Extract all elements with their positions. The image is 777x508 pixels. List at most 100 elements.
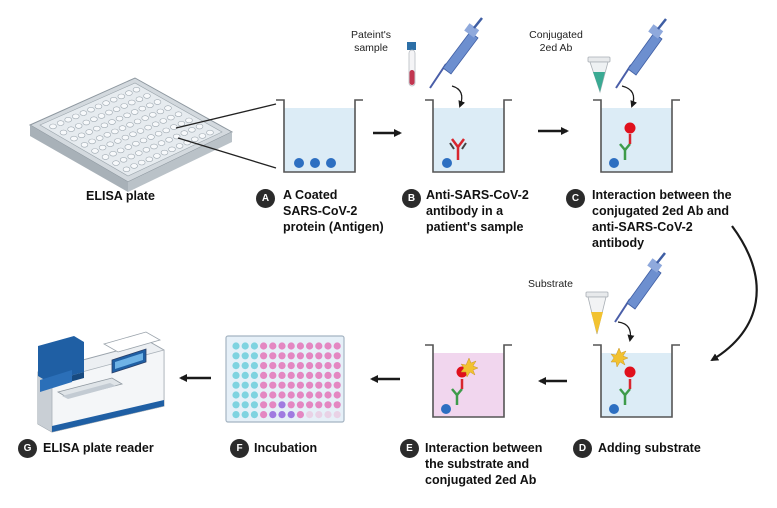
incubation-well (333, 411, 341, 419)
incubation-well (324, 391, 332, 399)
plate-well (49, 123, 57, 130)
incubation-well (296, 352, 304, 360)
plate-well (150, 143, 158, 150)
plate-well (136, 128, 145, 134)
incubation-well (324, 342, 332, 350)
incubation-well (278, 411, 286, 419)
incubation-well (333, 381, 341, 389)
incubation-well (333, 371, 341, 379)
incubation-well (241, 371, 249, 379)
pipette-arrow-c (621, 85, 638, 108)
incubation-well (278, 371, 286, 379)
plate-well (101, 154, 110, 160)
step-g-line-1: ELISA plate reader (43, 441, 154, 455)
plate-well (112, 106, 121, 112)
step-b-description: Anti-SARS-CoV-2 antibody in a patient's … (426, 187, 529, 235)
well-c (593, 99, 680, 173)
plate-well (109, 96, 118, 103)
plate-well (77, 132, 86, 139)
plate-well (116, 147, 125, 154)
step-e-description: Interaction between the substrate and co… (425, 440, 542, 488)
step-e-line-2: the substrate and (425, 457, 530, 471)
incubation-well (278, 342, 286, 350)
incubation-well (278, 362, 286, 370)
plate-well (72, 113, 80, 120)
step-a-description: A Coated SARS-CoV-2 protein (Antigen) (283, 187, 384, 235)
incubation-well (241, 352, 249, 360)
incubation-well (287, 342, 295, 350)
plate-well (112, 160, 120, 166)
incubation-well (241, 342, 249, 350)
incubation-well (241, 381, 249, 389)
plate-well (138, 105, 147, 112)
incubation-well (260, 352, 268, 360)
incubation-well (250, 401, 258, 409)
pipette-icon (429, 17, 483, 89)
plate-well (56, 120, 65, 126)
incubation-well (232, 381, 240, 389)
step-e-line-3: conjugated 2ed Ab (425, 473, 537, 487)
conjugated-ab-label: Conjugated 2ed Ab (524, 29, 588, 55)
plate-well (103, 132, 112, 138)
incubation-well (306, 371, 314, 379)
plate-well (175, 143, 184, 149)
incubation-well (287, 411, 295, 419)
incubation-well (324, 401, 332, 409)
incubation-well (250, 391, 258, 399)
incubation-well (287, 352, 295, 360)
incubation-well (306, 411, 314, 419)
incubation-well (269, 381, 277, 389)
plate-well (152, 121, 160, 127)
substrate-star-icon (460, 357, 479, 378)
conjugated-line-2: 2ed Ab (539, 42, 573, 54)
incubation-well (250, 362, 258, 370)
plate-well (74, 123, 83, 129)
step-b-line-2: antibody in a (426, 204, 504, 218)
plate-well (165, 137, 173, 143)
incubation-well (250, 411, 258, 419)
plate-well (191, 136, 199, 143)
plate-well (167, 114, 175, 121)
plate-reader-icon (37, 331, 165, 433)
patient-sample-label: Pateint's sample (345, 29, 397, 55)
elisa-plate-label: ELISA plate (86, 189, 155, 203)
step-badge-b: B (402, 189, 421, 208)
plate-well (133, 118, 142, 125)
plate-well (153, 153, 161, 159)
incubation-well (260, 411, 268, 419)
plate-well (135, 150, 143, 156)
substrate-tube-icon (585, 291, 609, 335)
plate-well (59, 129, 68, 136)
plate-well (145, 156, 154, 163)
step-a-line-3: protein (Antigen) (283, 220, 384, 234)
incubation-well (315, 362, 323, 370)
plate-well (108, 119, 116, 125)
incubation-well (324, 362, 332, 370)
incubation-plate-icon (225, 335, 345, 423)
incubation-well (315, 411, 323, 419)
incubation-well (315, 401, 323, 409)
step-badge-a: A (256, 189, 275, 208)
plate-well (142, 147, 151, 153)
incubation-well (306, 342, 314, 350)
step-d-line-1: Adding substrate (598, 441, 701, 455)
step-c-line-3: anti-SARS-CoV-2 (592, 220, 693, 234)
plate-well (79, 110, 88, 116)
incubation-well (324, 352, 332, 360)
incubation-well (306, 362, 314, 370)
plate-well (154, 131, 163, 137)
incubation-well (324, 371, 332, 379)
substrate-star-icon (610, 347, 629, 368)
incubation-well (333, 362, 341, 370)
arrow-c-to-d (710, 225, 758, 362)
incubation-well (232, 371, 240, 379)
plate-well (156, 108, 165, 115)
incubation-well (260, 362, 268, 370)
incubation-well (306, 352, 314, 360)
plate-well (87, 106, 95, 113)
plate-well (131, 109, 139, 115)
step-b-line-3: patient's sample (426, 220, 524, 234)
step-b-line-1: Anti-SARS-CoV-2 (426, 188, 529, 202)
patient-sample-line-1: Pateint's (351, 29, 391, 41)
incubation-well (269, 401, 277, 409)
